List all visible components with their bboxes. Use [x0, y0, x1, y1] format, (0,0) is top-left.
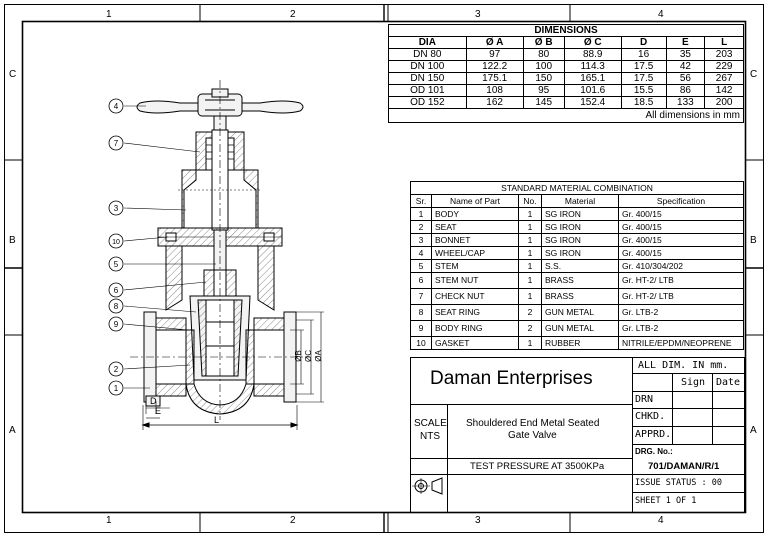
projection-symbol-icon — [412, 477, 443, 495]
material-header-row: Sr. Name of Part No. Material Specificat… — [410, 194, 744, 208]
material-cell: NITRILE/EPDM/NEOPRENE — [618, 336, 744, 350]
dimensions-cell: 152.4 — [563, 96, 622, 109]
part-balloon: 2 — [108, 361, 124, 377]
drawing-title-line1: Shouldered End Metal Seated — [466, 418, 600, 429]
scale-label: SCALE — [414, 418, 447, 429]
zone-top-2: 2 — [290, 9, 296, 20]
zone-left-c: C — [9, 69, 17, 80]
dimensions-cell: 162 — [465, 96, 524, 109]
zone-bottom-4: 4 — [658, 515, 664, 526]
dimensions-cell: 145 — [522, 96, 565, 109]
apprd-label: APPRD. — [635, 429, 672, 440]
sign-header: Sign — [681, 377, 706, 388]
dimensions-cell: 18.5 — [620, 96, 667, 109]
balloon-label: 1 — [114, 384, 119, 393]
test-pressure: TEST PRESSURE AT 3500KPa — [470, 461, 605, 472]
material-cell: GASKET — [431, 336, 519, 350]
drg-no-value: 701/DAMAN/R/1 — [648, 461, 720, 472]
date-header: Date — [716, 377, 741, 388]
dimensions-header-row: DIA Ø A Ø B Ø C D E L — [388, 36, 744, 49]
issue-status: ISSUE STATUS : 00 — [635, 478, 722, 488]
part-balloon: 9 — [108, 316, 124, 332]
dim-d-label: D — [150, 396, 157, 406]
drn-label: DRN — [635, 394, 654, 405]
part-balloon: 6 — [108, 282, 124, 298]
zone-bottom-3: 3 — [475, 515, 481, 526]
balloon-label: 2 — [114, 365, 119, 374]
dim-e-label: E — [155, 406, 162, 416]
part-balloon: 3 — [108, 200, 124, 216]
scale-value: NTS — [420, 431, 440, 442]
dimensions-cell: 200 — [704, 96, 744, 109]
balloon-label: 3 — [114, 204, 119, 213]
part-balloon: 7 — [108, 135, 124, 151]
zone-left-b: B — [9, 235, 16, 246]
part-balloon: 1 — [108, 380, 124, 396]
balloon-label: 9 — [114, 320, 119, 329]
chkd-label: CHKD. — [635, 411, 666, 422]
dim-l-label: L — [214, 415, 220, 425]
part-balloon: 5 — [108, 256, 124, 272]
balloon-label: 10 — [112, 239, 120, 246]
all-dim-note: ALL DIM. IN mm. — [638, 360, 729, 371]
zone-bottom-1: 1 — [106, 515, 112, 526]
part-balloon: 4 — [108, 98, 124, 114]
balloon-label: 6 — [114, 286, 119, 295]
sheet-number: SHEET 1 OF 1 — [635, 496, 697, 506]
dimensions-cell: 133 — [665, 96, 706, 109]
drg-no-label: DRG. No.: — [635, 447, 673, 456]
zone-bottom-2: 2 — [290, 515, 296, 526]
dimensions-note: All dimensions in mm — [388, 108, 744, 123]
zone-top-4: 4 — [658, 9, 664, 20]
dimensions-cell: OD 152 — [388, 96, 467, 109]
balloon-label: 4 — [114, 102, 119, 111]
zone-right-a: A — [750, 425, 757, 436]
zone-top-3: 3 — [475, 9, 481, 20]
balloon-label: 5 — [114, 260, 119, 269]
material-table: STANDARD MATERIAL COMBINATION Sr. Name o… — [410, 181, 744, 350]
zone-top-1: 1 — [106, 9, 112, 20]
zone-left-a: A — [9, 425, 16, 436]
zone-right-c: C — [750, 69, 758, 80]
company-name: Daman Enterprises — [430, 368, 593, 389]
part-balloon: 8 — [108, 298, 124, 314]
balloon-label: 8 — [114, 302, 119, 311]
zone-right-b: B — [750, 235, 757, 246]
part-balloon: 10 — [108, 233, 124, 249]
balloon-label: 7 — [114, 139, 119, 148]
drawing-title-line2: Gate Valve — [508, 430, 557, 441]
